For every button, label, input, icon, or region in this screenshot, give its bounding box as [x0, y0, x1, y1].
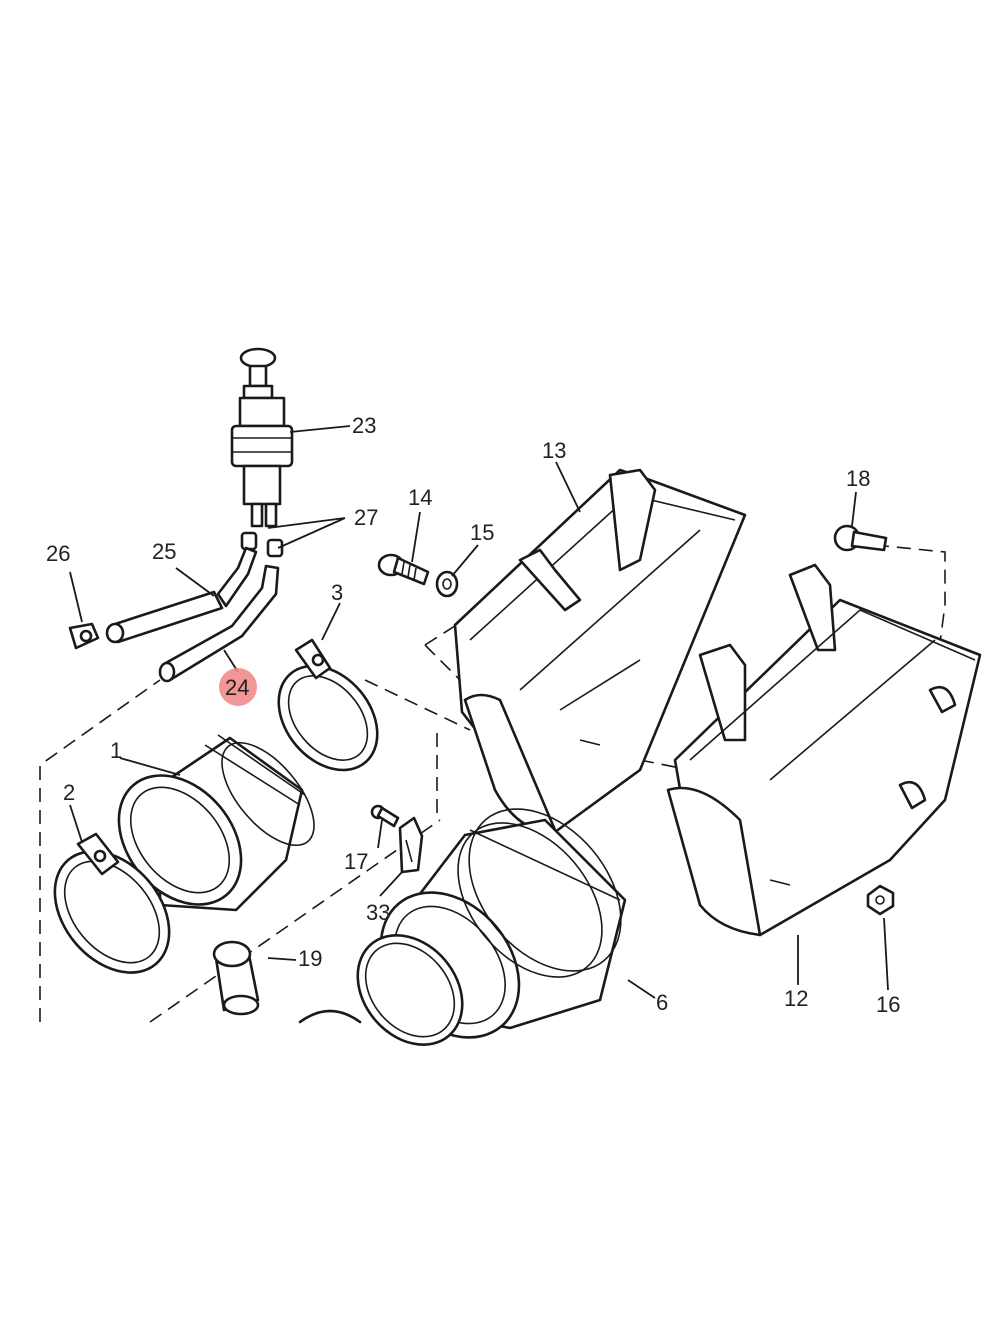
callout-2: 2 [63, 780, 75, 805]
part-17-screw [370, 804, 400, 828]
part-1-intake-boot [117, 734, 315, 912]
callout-27: 27 [354, 505, 378, 530]
callout-1: 1 [110, 738, 122, 763]
callout-12: 12 [784, 986, 808, 1011]
partial-part-bottom [298, 1009, 362, 1024]
callout-25: 25 [152, 539, 176, 564]
callout-3: 3 [331, 580, 343, 605]
callout-17: 17 [344, 849, 368, 874]
part-16-nut [866, 884, 895, 916]
part-2-hose-band [53, 832, 171, 974]
callout-33: 33 [366, 900, 390, 925]
part-15-washer [435, 570, 459, 598]
part-12-filter-case [666, 563, 982, 937]
part-19-damper [212, 940, 260, 1016]
callout-23: 23 [352, 413, 376, 438]
callout-15: 15 [470, 520, 494, 545]
part-3-hose-band [277, 638, 379, 772]
callout-18: 18 [846, 466, 870, 491]
callout-leaders [69, 425, 889, 999]
callout-26: 26 [46, 541, 70, 566]
part-24-hose [158, 564, 280, 683]
callout-labels: 23 27 13 18 14 15 26 25 3 24 1 2 17 33 1… [46, 413, 900, 1017]
part-25-hose [105, 546, 258, 644]
ring-seal [356, 934, 464, 1046]
callout-6: 6 [656, 990, 668, 1015]
callout-24: 24 [225, 675, 249, 700]
part-23-switch [230, 347, 294, 528]
part-14-bolt [377, 553, 430, 586]
part-18-bolt [833, 524, 888, 552]
highlight-marker [219, 668, 257, 706]
callout-13: 13 [542, 438, 566, 463]
callout-19: 19 [298, 946, 322, 971]
part-26-clip [68, 622, 100, 650]
part-33-clip [398, 816, 424, 874]
callout-14: 14 [408, 485, 432, 510]
callout-16: 16 [876, 992, 900, 1017]
part-13-airbox-case [453, 468, 747, 834]
